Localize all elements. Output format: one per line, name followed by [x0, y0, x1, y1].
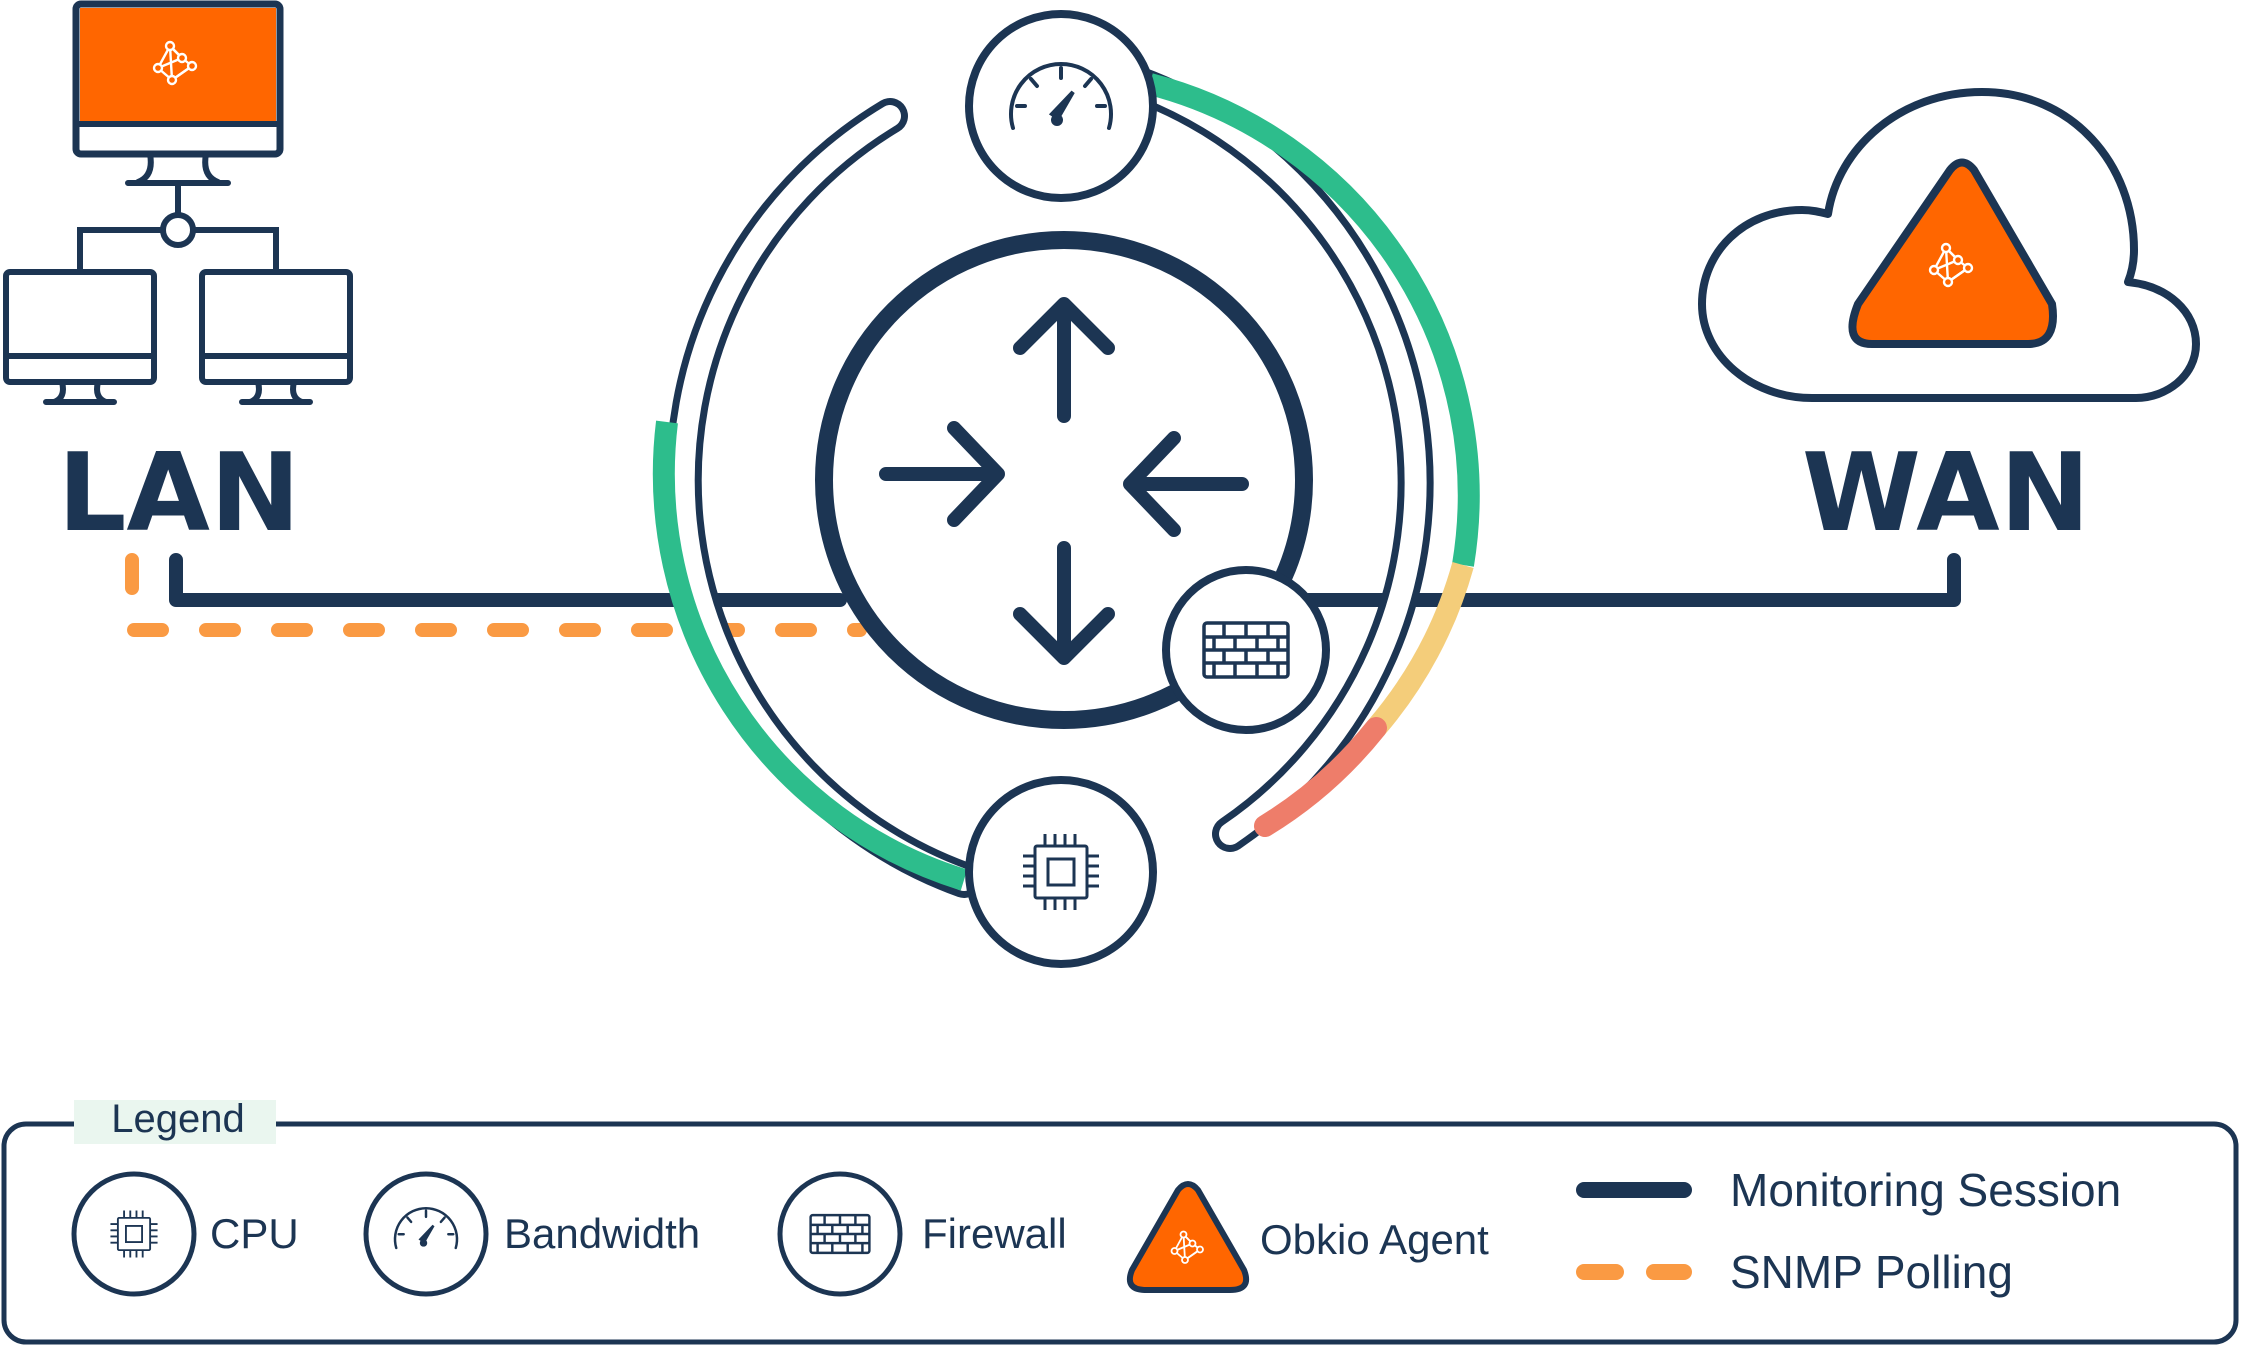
firewall-node: [1162, 566, 1330, 734]
legend-item-obkio-agent: Obkio Agent: [1260, 1216, 1489, 1263]
legend-title: Legend: [111, 1097, 244, 1141]
bandwidth-node: [965, 10, 1157, 202]
legend-box: Legend CPU Bandwidth Firewall Obkio Agen…: [1, 1097, 2239, 1345]
monitoring-session-line-lan: [169, 553, 847, 607]
lan-label: LAN: [58, 431, 301, 556]
computer-icon: [202, 272, 350, 402]
cpu-node: [965, 776, 1157, 968]
legend-item-snmp-polling: SNMP Polling: [1730, 1246, 2013, 1298]
monitoring-session-line-wan: [1289, 553, 1961, 607]
obkio-agent-icon: [1126, 1181, 1250, 1293]
legend-item-bandwidth: Bandwidth: [504, 1210, 700, 1257]
wan-cloud-icon: [1698, 88, 2200, 402]
legend-item-monitoring-session: Monitoring Session: [1730, 1164, 2121, 1216]
legend-item-cpu: CPU: [210, 1210, 299, 1257]
router-arrows-icon: [879, 297, 1249, 665]
monitoring-ring: [652, 60, 1480, 898]
computer-icon: [6, 272, 154, 402]
legend-item-firewall: Firewall: [922, 1210, 1067, 1257]
snmp-polling-line: [125, 553, 867, 637]
lan-network-icon: [6, 0, 350, 402]
wan-label: WAN: [1802, 431, 2090, 556]
